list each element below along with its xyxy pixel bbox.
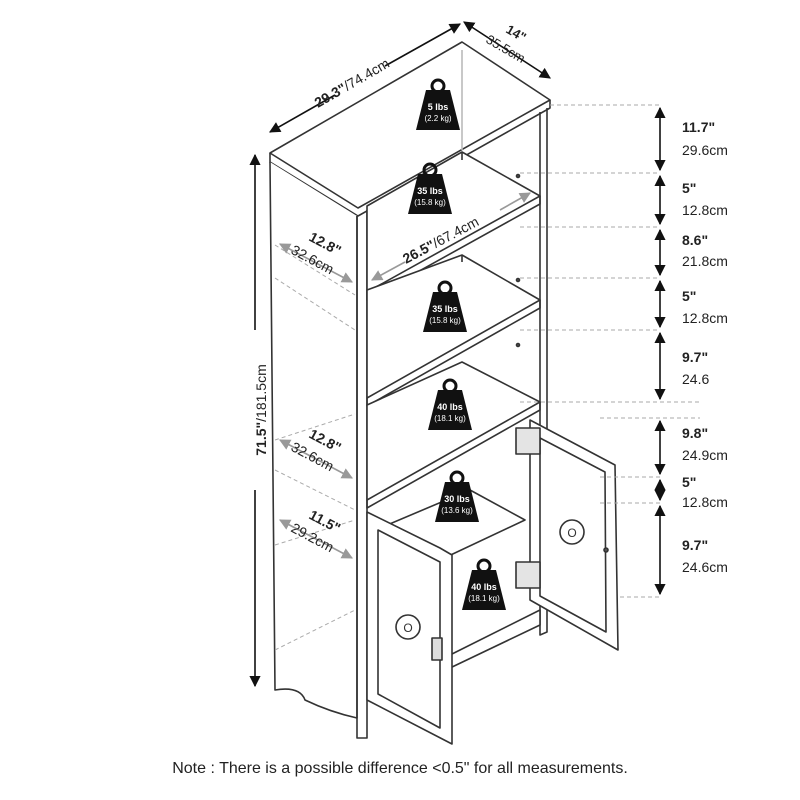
weight-shelf1-lbs: 35 lbs [417, 186, 443, 196]
weight-shelf3-lbs: 40 lbs [437, 402, 463, 412]
left-door-hinge-icon [431, 637, 443, 661]
shelf-height-6-in: 9.8" [682, 425, 708, 441]
weight-cabinet-shelf-kg: (13.6 kg) [441, 506, 473, 515]
weight-shelf2-lbs: 35 lbs [432, 304, 458, 314]
overall-height-cm: /181.5cm [253, 364, 269, 422]
weight-icon-top: 5 lbs (2.2 kg) [416, 78, 460, 130]
shelf-height-5-in: 9.7" [682, 349, 708, 365]
shelf-height-1-in: 11.7" [682, 119, 715, 135]
shelf-height-8-cm: 24.6cm [682, 559, 728, 575]
weight-icon-shelf2: 35 lbs (15.8 kg) [423, 280, 467, 332]
measurement-note: Note : There is a possible difference <0… [172, 760, 628, 777]
shelf-height-2-cm: 12.8cm [682, 202, 728, 218]
shelf-height-8-in: 9.7" [682, 537, 708, 553]
shelf-height-6-cm: 24.9cm [682, 447, 728, 463]
weight-icon-shelf3: 40 lbs (18.1 kg) [428, 378, 472, 430]
shelf-height-1-cm: 29.6cm [682, 142, 728, 158]
reference-lines [274, 104, 700, 651]
shelf-height-3-in: 8.6" [682, 232, 708, 248]
shelf-height-7-in: 5" [682, 474, 696, 490]
overall-height-dim: 71.5"/181.5cm [249, 153, 269, 688]
weight-cabinet-bottom-kg: (18.1 kg) [468, 594, 500, 603]
left-knob-label: O [403, 621, 412, 635]
front-left-post [356, 210, 368, 739]
shelf-height-2-in: 5" [682, 180, 696, 196]
weight-cabinet-shelf-lbs: 30 lbs [444, 494, 470, 504]
weight-top-lbs: 5 lbs [428, 102, 449, 112]
weight-shelf2-kg: (15.8 kg) [429, 316, 461, 325]
weight-top-kg: (2.2 kg) [424, 114, 451, 123]
weight-shelf1-kg: (15.8 kg) [414, 198, 446, 207]
weight-icon-shelf1: 35 lbs (15.8 kg) [408, 162, 452, 214]
left-door-knob-icon[interactable] [395, 614, 421, 640]
right-door-hinge-bottom-icon [515, 561, 541, 589]
right-door-hinge-top-icon [515, 427, 541, 455]
weight-shelf3-kg: (18.1 kg) [434, 414, 466, 423]
right-door-knob-icon[interactable] [559, 519, 585, 545]
weight-cabinet-bottom-lbs: 40 lbs [471, 582, 497, 592]
overall-height-in: 71.5" [253, 422, 269, 456]
shelf-height-7-cm: 12.8cm [682, 494, 728, 510]
shelf-height-4-cm: 12.8cm [682, 310, 728, 326]
shelf-height-5-cm: 24.6 [682, 371, 709, 387]
shelf-height-3-cm: 21.8cm [682, 253, 728, 269]
shelf-height-4-in: 5" [682, 288, 696, 304]
left-door[interactable]: O [366, 511, 453, 745]
weight-icon-cabinet-bottom: 40 lbs (18.1 kg) [462, 558, 506, 610]
right-knob-label: O [567, 526, 576, 540]
weight-icons: 5 lbs (2.2 kg) 35 lbs (15.8 kg) 35 lbs (… [408, 78, 506, 610]
right-door[interactable]: O [515, 419, 619, 651]
weight-icon-cabinet-shelf: 30 lbs (13.6 kg) [435, 470, 479, 522]
right-side-panel [539, 108, 548, 636]
svg-text:71.5"/181.5cm: 71.5"/181.5cm [253, 364, 269, 455]
